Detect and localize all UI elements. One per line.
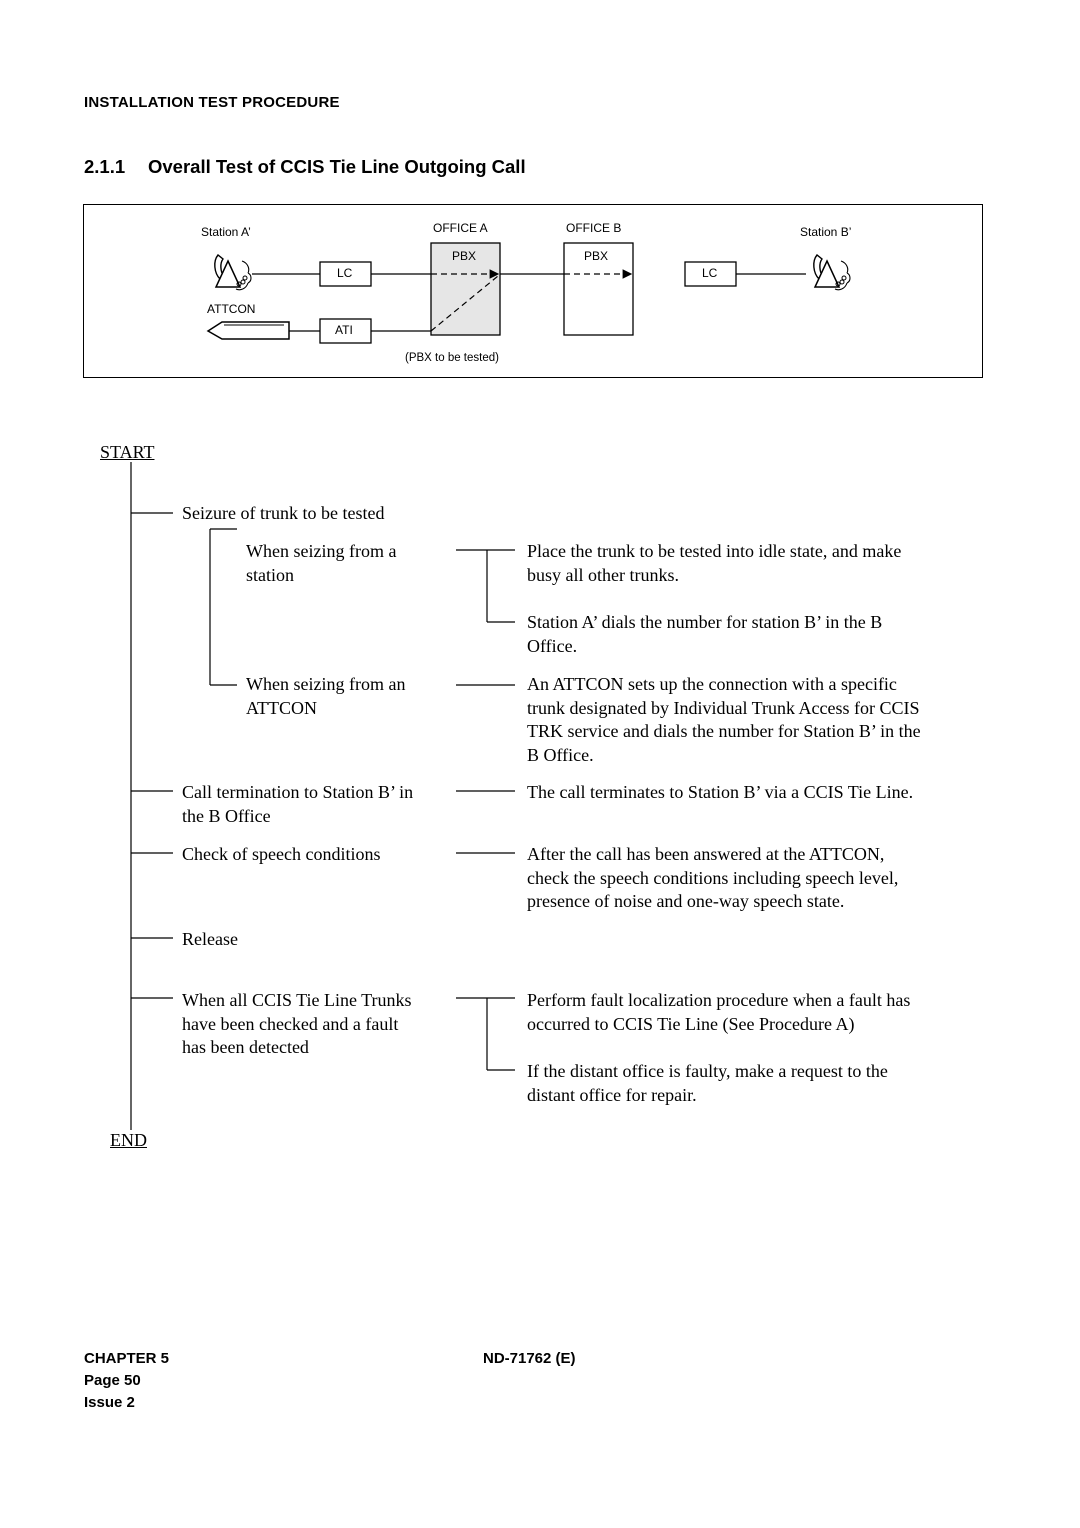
flow-fault-step-2: If the distant office is faulty, make a …	[527, 1061, 888, 1105]
telephone-icon	[813, 254, 851, 291]
flow-step-speech: Check of speech conditions	[182, 844, 381, 864]
issue-label: Issue 2	[84, 1394, 135, 1411]
flow-station-step-2: Station A’ dials the number for station …	[527, 612, 883, 656]
pbx-note: (PBX to be tested)	[405, 352, 499, 364]
flow-branch-station: When seizing from a station	[246, 541, 397, 585]
office-b-label: OFFICE B	[566, 221, 622, 235]
flow-step-termination: Call termination to Station B’ in the B …	[182, 782, 414, 826]
connection-lines	[206, 242, 851, 344]
station-b-label: Station B’	[800, 225, 852, 239]
flow-speech-description: After the call has been answered at the …	[527, 844, 899, 911]
ati-box	[319, 318, 372, 344]
flow-branch-attcon: When seizing from an ATTCON	[246, 674, 406, 718]
pbx-a-box	[430, 242, 501, 336]
page-number: Page 50	[84, 1372, 141, 1389]
telephone-icon	[214, 254, 252, 291]
pbx-b-label: PBX	[584, 249, 609, 263]
flow-fault-step-1: Perform fault localization procedure whe…	[527, 990, 911, 1034]
chapter-label: CHAPTER 5	[84, 1350, 170, 1367]
pbx-a-label: PBX	[452, 249, 477, 263]
page-title: 2.1.1 Overall Test of CCIS Tie Line Outgo…	[84, 156, 526, 178]
flow-station-step-1: Place the trunk to be tested into idle s…	[527, 541, 902, 585]
flow-start: START	[100, 442, 155, 462]
station-a-label: Station A’	[201, 225, 251, 239]
lc-b-label: LC	[702, 266, 718, 280]
flow-step-seizure: Seizure of trunk to be tested	[182, 503, 385, 523]
flow-termination-description: The call terminates to Station B’ via a …	[527, 782, 914, 802]
attendant-console-icon	[206, 321, 290, 340]
attcon-label: ATTCON	[207, 302, 256, 316]
footer-left: CHAPTER 5 Page 50 Issue 2	[84, 1348, 169, 1414]
document-number: ND-71762 (E)	[483, 1350, 576, 1367]
section-number: 2.1.1	[84, 156, 126, 177]
flow-end: END	[110, 1130, 147, 1150]
section-title: Overall Test of CCIS Tie Line Outgoing C…	[148, 156, 526, 177]
lc-a-label: LC	[337, 266, 353, 280]
flow-step-fault: When all CCIS Tie Line Trunks have been …	[182, 990, 412, 1057]
office-a-label: OFFICE A	[433, 221, 488, 235]
system-diagram: Station A’ OFFICE A OFFICE B Station B’ …	[83, 204, 983, 378]
flow-step-release: Release	[182, 929, 238, 949]
ati-label: ATI	[335, 323, 353, 337]
section-label: INSTALLATION TEST PROCEDURE	[84, 94, 340, 111]
flowchart-lines	[130, 462, 515, 1130]
flow-attcon-description: An ATTCON sets up the connection with a …	[527, 674, 921, 765]
pbx-b-box	[563, 242, 634, 336]
